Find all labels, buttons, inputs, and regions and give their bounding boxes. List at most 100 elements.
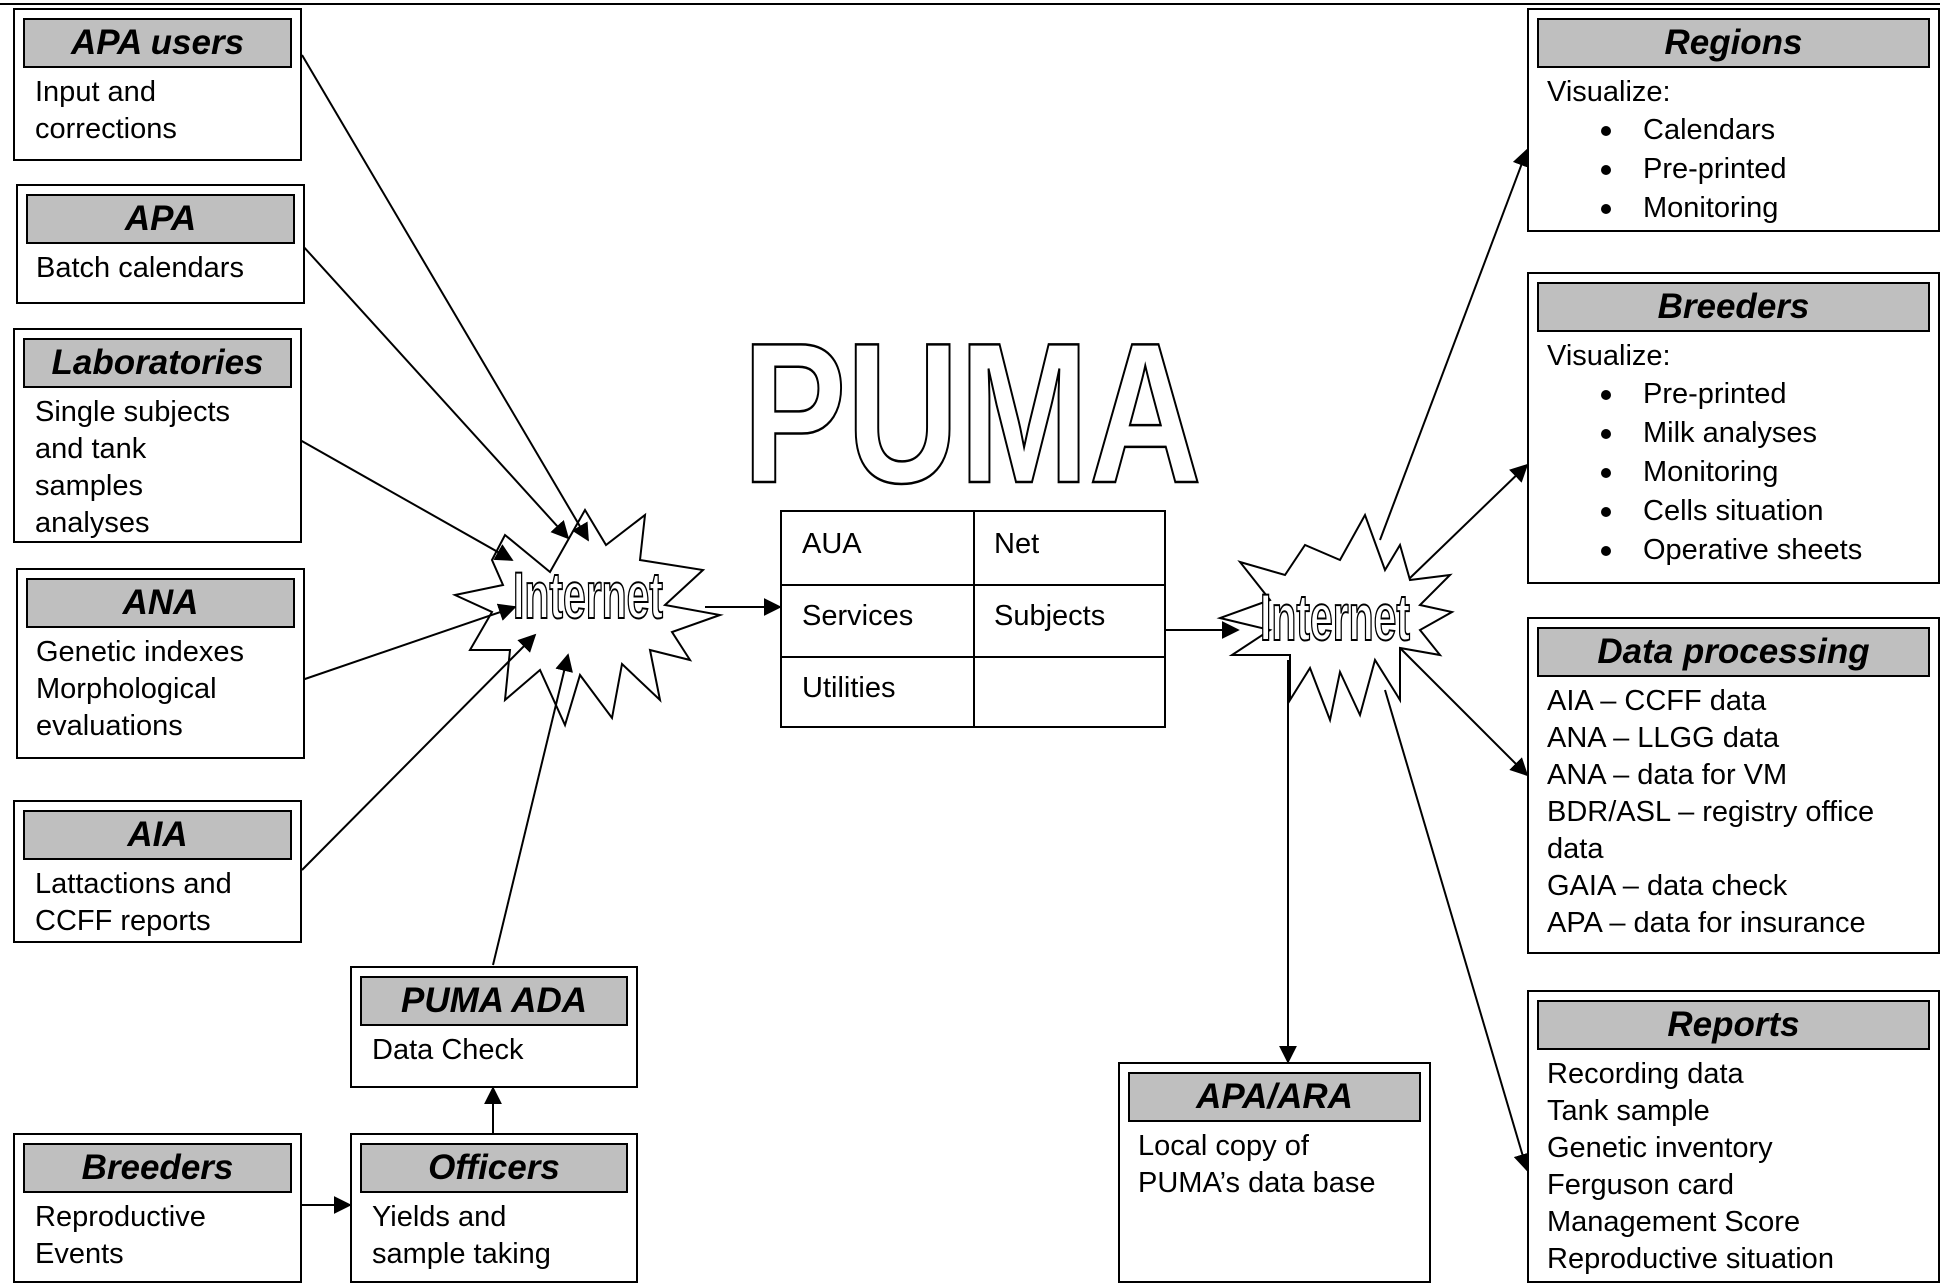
box-line: Management Score [1547, 1206, 1801, 1238]
box-line: BDR/ASL – registry office [1547, 796, 1875, 828]
bullet-item: Operative sheets [1547, 531, 1932, 570]
box-line: Recording data [1547, 1058, 1744, 1090]
bullet-icon [1601, 507, 1611, 517]
bullet-icon [1601, 468, 1611, 478]
bullet-icon [1601, 126, 1611, 136]
box-line: Input and [35, 76, 156, 108]
bullet-item: Monitoring [1547, 453, 1932, 492]
box-reports: Reports Recording data Tank sample Genet… [1527, 990, 1940, 1283]
internet-right-label: Internet [1260, 580, 1410, 655]
box-title: APA users [23, 18, 292, 68]
puma-modules-table: AUA Net Services Subjects Utilities [780, 510, 1166, 728]
box-data-processing: Data processing AIA – CCFF data ANA – LL… [1527, 617, 1940, 954]
cell-aua: AUA [802, 528, 862, 560]
box-body: Lattactions and CCFF reports [35, 866, 294, 940]
box-line: Reproductive [35, 1201, 206, 1233]
box-body: AIA – CCFF data ANA – LLGG data ANA – da… [1547, 683, 1932, 942]
box-line: Lattactions and [35, 868, 232, 900]
cell-utilities: Utilities [802, 672, 896, 704]
box-line: CCFF reports [35, 905, 211, 937]
bullet-list: Pre-printed Milk analyses Monitoring Cel… [1547, 375, 1932, 570]
box-line: samples [35, 470, 143, 502]
arrow-apa-users [301, 54, 589, 542]
bullet-item: Pre-printed [1547, 150, 1932, 189]
box-title: PUMA ADA [360, 976, 628, 1026]
box-body: Visualize: Pre-printed Milk analyses Mon… [1547, 338, 1932, 570]
bullet-icon [1601, 165, 1611, 175]
box-line: Events [35, 1238, 124, 1270]
arrow-apa [301, 244, 570, 540]
cell-net: Net [994, 528, 1040, 560]
box-ana: ANA Genetic indexes Morphological evalua… [16, 568, 305, 759]
box-line: PUMA’s data base [1138, 1167, 1376, 1199]
box-line: Morphological [36, 673, 217, 705]
bullet-icon [1601, 390, 1611, 400]
arrow-laboratories [299, 439, 514, 561]
arrow-ana [301, 603, 517, 681]
table-divider-vertical [973, 512, 975, 726]
box-body: Local copy of PUMA’s data base [1138, 1128, 1423, 1202]
box-laboratories: Laboratories Single subjects and tank sa… [13, 328, 302, 543]
box-title: ANA [26, 578, 295, 628]
box-line: Batch calendars [36, 252, 244, 284]
arrow-data-processing [1399, 647, 1529, 777]
box-title: APA/ARA [1128, 1072, 1421, 1122]
box-line: Data Check [372, 1034, 524, 1066]
box-regions: Regions Visualize: Calendars Pre-printed… [1527, 8, 1940, 232]
box-body: Input and corrections [35, 74, 294, 148]
box-line: evaluations [36, 710, 183, 742]
table-divider-row-2 [782, 656, 1164, 658]
box-breeders-output: Breeders Visualize: Pre-printed Milk ana… [1527, 272, 1940, 584]
box-intro: Visualize: [1547, 340, 1671, 372]
box-apa-users: APA users Input and corrections [13, 8, 302, 161]
bullet-item: Milk analyses [1547, 414, 1932, 453]
box-line: GAIA – data check [1547, 870, 1788, 902]
box-intro: Visualize: [1547, 76, 1671, 108]
arrow-regions [1379, 148, 1530, 541]
box-line: data [1547, 833, 1604, 865]
cell-subjects: Subjects [994, 600, 1106, 632]
box-body: Data Check [372, 1032, 630, 1069]
box-breeders-source: Breeders Reproductive Events [13, 1133, 302, 1283]
box-title: Regions [1537, 18, 1930, 68]
box-title: Breeders [1537, 282, 1930, 332]
box-line: sample taking [372, 1238, 551, 1270]
box-line: Tank sample [1547, 1095, 1710, 1127]
bullet-item: Monitoring [1547, 189, 1932, 228]
box-title: Breeders [23, 1143, 292, 1193]
bullet-item: Calendars [1547, 111, 1932, 150]
box-body: Genetic indexes Morphological evaluation… [36, 634, 297, 745]
box-body: Single subjects and tank samples analyse… [35, 394, 294, 542]
box-body: Reproductive Events [35, 1199, 294, 1273]
box-apa-ara: APA/ARA Local copy of PUMA’s data base [1118, 1062, 1431, 1283]
box-title: APA [26, 194, 295, 244]
box-line: AIA – CCFF data [1547, 685, 1767, 717]
bullet-icon [1601, 204, 1611, 214]
puma-title: PUMA [742, 302, 1201, 525]
box-line: corrections [35, 113, 177, 145]
box-line: Reproductive situation [1547, 1243, 1834, 1275]
cell-services: Services [802, 600, 914, 632]
box-puma-ada: PUMA ADA Data Check [350, 966, 638, 1088]
bullet-icon [1601, 546, 1611, 556]
box-line: analyses [35, 507, 150, 539]
box-line: Genetic indexes [36, 636, 244, 668]
box-line: ANA – data for VM [1547, 759, 1788, 791]
box-aia: AIA Lattactions and CCFF reports [13, 800, 302, 943]
box-officers: Officers Yields and sample taking [350, 1133, 638, 1283]
box-line: Yields and [372, 1201, 507, 1233]
box-title: Laboratories [23, 338, 292, 388]
bullet-item: Cells situation [1547, 492, 1932, 531]
box-title: Officers [360, 1143, 628, 1193]
box-body: Yields and sample taking [372, 1199, 630, 1273]
box-line: ANA – LLGG data [1547, 722, 1780, 754]
box-line: Genetic inventory [1547, 1132, 1773, 1164]
box-body: Batch calendars [36, 250, 297, 287]
box-line: Ferguson card [1547, 1169, 1734, 1201]
box-title: Data processing [1537, 627, 1930, 677]
box-body: Visualize: Calendars Pre-printed Monitor… [1547, 74, 1932, 228]
box-line: and tank [35, 433, 147, 465]
box-title: AIA [23, 810, 292, 860]
